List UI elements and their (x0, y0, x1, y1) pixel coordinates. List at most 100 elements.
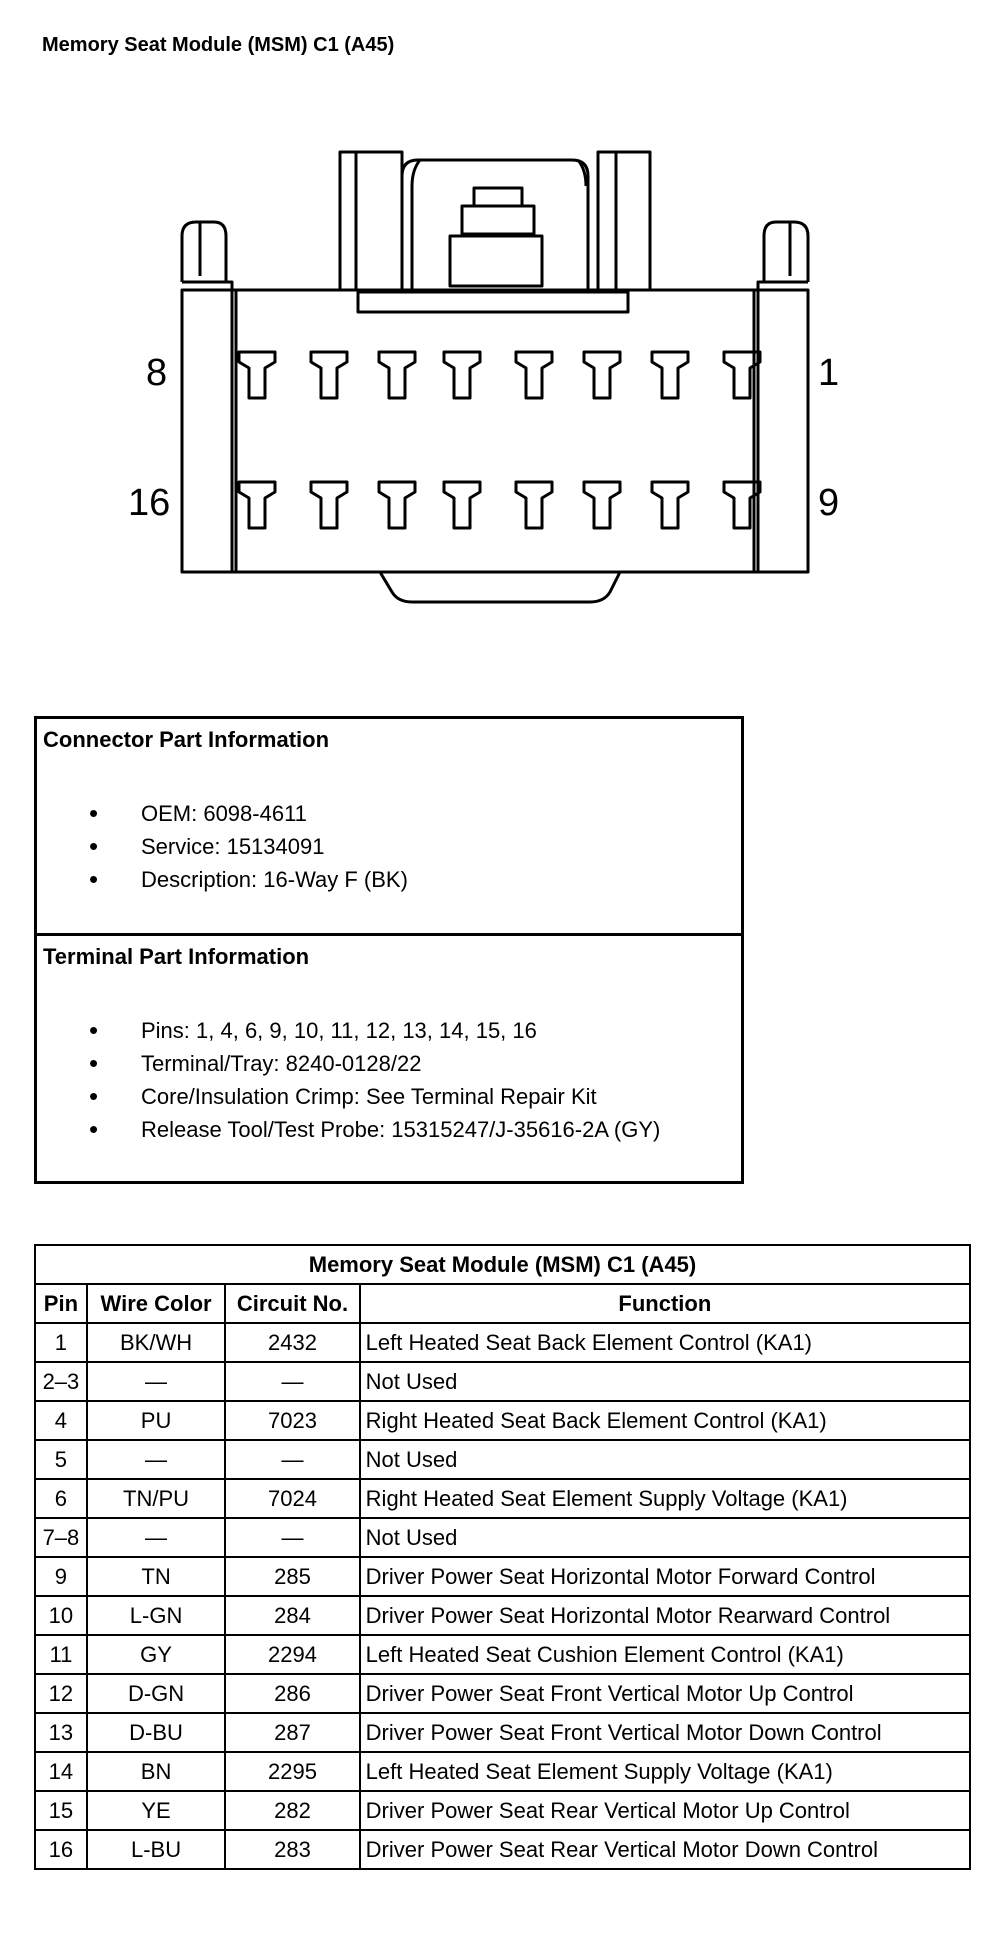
cell-pin: 5 (34, 1439, 88, 1480)
connector-part-info: Connector Part Information OEM: 6098-461… (37, 719, 741, 936)
cell-wire-color: TN/PU (85, 1478, 227, 1519)
connector-right-ear (762, 220, 810, 282)
cell-function: Driver Power Seat Front Vertical Motor D… (358, 1712, 972, 1753)
connector-bottom-tab (378, 571, 622, 604)
cell-circuit-no: 2294 (224, 1634, 361, 1675)
cell-function: Driver Power Seat Front Vertical Motor U… (358, 1673, 972, 1714)
cell-pin: 15 (34, 1790, 88, 1831)
terminal-cavity (442, 350, 482, 400)
cell-circuit-no: 2432 (224, 1322, 361, 1363)
cell-circuit-no: 282 (224, 1790, 361, 1831)
cell-function: Driver Power Seat Horizontal Motor Forwa… (358, 1556, 972, 1597)
cell-wire-color: TN (85, 1556, 227, 1597)
terminal-cavity (442, 480, 482, 530)
cell-pin: 12 (34, 1673, 88, 1714)
list-item: Release Tool/Test Probe: 15315247/J-3561… (89, 1113, 660, 1146)
terminal-cavity (650, 480, 690, 530)
connector-left-ear (180, 220, 228, 282)
cell-circuit-no: 285 (224, 1556, 361, 1597)
terminal-cavity (514, 350, 554, 400)
cell-wire-color: BK/WH (85, 1322, 227, 1363)
terminal-cavity (722, 350, 762, 400)
connector-latch (400, 158, 590, 290)
cell-function: Right Heated Seat Element Supply Voltage… (358, 1478, 972, 1519)
list-item: Description: 16-Way F (BK) (89, 863, 408, 896)
pin-label-8: 8 (146, 352, 168, 394)
cell-function: Not Used (358, 1361, 972, 1402)
list-item: Service: 15134091 (89, 830, 408, 863)
list-item: OEM: 6098-4611 (89, 797, 408, 830)
cell-pin: 10 (34, 1595, 88, 1636)
connector-info-heading: Connector Part Information (43, 727, 330, 752)
cell-wire-color: BN (85, 1751, 227, 1792)
cell-function: Left Heated Seat Cushion Element Control… (358, 1634, 972, 1675)
terminal-cavity (309, 350, 349, 400)
pin-label-9: 9 (818, 482, 840, 524)
list-item: Terminal/Tray: 8240-0128/22 (89, 1047, 660, 1080)
terminal-cavity (722, 480, 762, 530)
terminal-part-info: Terminal Part Information Pins: 1, 4, 6,… (37, 936, 741, 1181)
terminal-cavity (582, 480, 622, 530)
cell-circuit-no: 7024 (224, 1478, 361, 1519)
terminal-cavity (650, 350, 690, 400)
cell-wire-color: — (85, 1439, 227, 1480)
cell-wire-color: D-GN (85, 1673, 227, 1714)
cell-pin: 2–3 (34, 1361, 88, 1402)
cell-wire-color: L-GN (85, 1595, 227, 1636)
cell-circuit-no: 283 (224, 1829, 361, 1870)
cell-pin: 4 (34, 1400, 88, 1441)
cell-pin: 11 (34, 1634, 88, 1675)
connector-right-rail (756, 280, 808, 572)
part-info-box: Connector Part Information OEM: 6098-461… (34, 716, 744, 1184)
list-item: Core/Insulation Crimp: See Terminal Repa… (89, 1080, 660, 1113)
connector-left-post (338, 150, 404, 290)
pin-label-1: 1 (818, 352, 840, 394)
cell-wire-color: YE (85, 1790, 227, 1831)
connector-face-diagram (180, 150, 810, 604)
cell-pin: 13 (34, 1712, 88, 1753)
cell-pin: 6 (34, 1478, 88, 1519)
cell-function: Driver Power Seat Rear Vertical Motor Do… (358, 1829, 972, 1870)
terminal-info-heading: Terminal Part Information (43, 944, 310, 969)
cell-wire-color: GY (85, 1634, 227, 1675)
cell-function: Right Heated Seat Back Element Control (… (358, 1400, 972, 1441)
terminal-info-list: Pins: 1, 4, 6, 9, 10, 11, 12, 13, 14, 15… (89, 1014, 660, 1146)
cell-pin: 1 (34, 1322, 88, 1363)
table-row: 2–3——Not Used (34, 1361, 972, 1402)
cell-circuit-no: — (224, 1361, 361, 1402)
header-circuit-no: Circuit No. (224, 1283, 361, 1324)
page-title: Memory Seat Module (MSM) C1 (A45) (42, 34, 395, 56)
table-row: 7–8——Not Used (34, 1517, 972, 1558)
cell-pin: 14 (34, 1751, 88, 1792)
cell-wire-color: — (85, 1517, 227, 1558)
table-row: 5——Not Used (34, 1439, 972, 1480)
terminal-cavity (237, 350, 277, 400)
cell-pin: 16 (34, 1829, 88, 1870)
cell-pin: 7–8 (34, 1517, 88, 1558)
cell-circuit-no: 287 (224, 1712, 361, 1753)
connector-info-list: OEM: 6098-4611 Service: 15134091 Descrip… (89, 797, 408, 896)
connector-latch-block (448, 234, 544, 288)
cell-function: Driver Power Seat Rear Vertical Motor Up… (358, 1790, 972, 1831)
terminal-cavity (377, 350, 417, 400)
cell-circuit-no: 7023 (224, 1400, 361, 1441)
pinout-table: Memory Seat Module (MSM) C1 (A45) Pin Wi… (34, 1244, 972, 1870)
header-wire-color: Wire Color (85, 1283, 227, 1324)
cell-wire-color: L-BU (85, 1829, 227, 1870)
terminal-cavity (237, 480, 277, 530)
terminal-cavity (514, 480, 554, 530)
cell-circuit-no: 284 (224, 1595, 361, 1636)
cell-circuit-no: 286 (224, 1673, 361, 1714)
cell-circuit-no: — (224, 1439, 361, 1480)
